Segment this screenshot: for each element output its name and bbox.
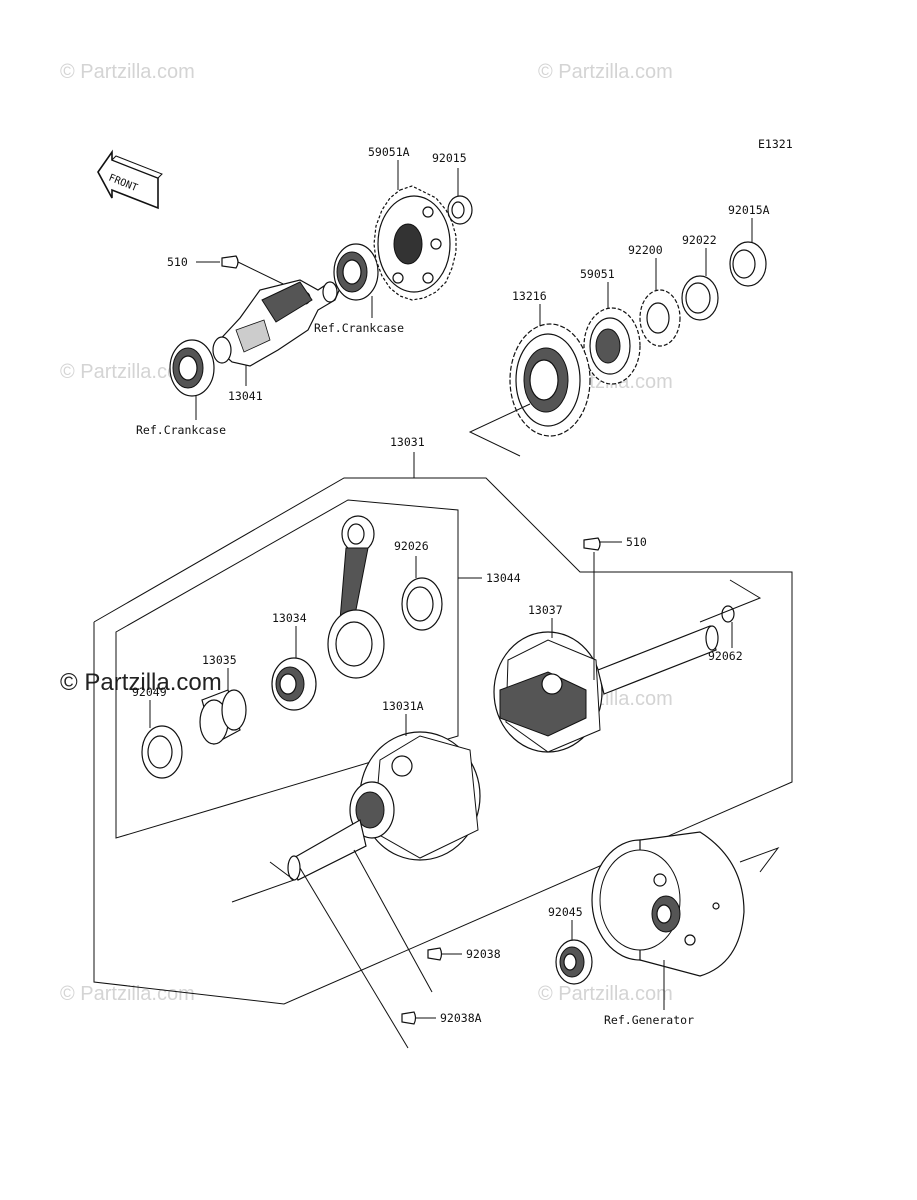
label-59051A: 59051A bbox=[368, 145, 410, 159]
bearing-lower bbox=[169, 339, 215, 397]
label-510-top: 510 bbox=[167, 255, 188, 269]
crank-pin-13035 bbox=[199, 689, 247, 745]
label-92045: 92045 bbox=[548, 905, 583, 919]
bearing-upper bbox=[333, 243, 379, 301]
washer-92022 bbox=[681, 275, 719, 321]
bearing-92045 bbox=[555, 939, 593, 985]
label-92038A: 92038A bbox=[440, 1011, 482, 1025]
gear-59051 bbox=[583, 307, 641, 385]
label-13044: 13044 bbox=[486, 571, 521, 585]
woodruff-key-icon bbox=[221, 255, 239, 269]
lock-washer-92200 bbox=[639, 289, 681, 347]
label-92049: 92049 bbox=[132, 685, 167, 699]
label-92038: 92038 bbox=[466, 947, 501, 961]
watermark-bottom-left: © Partzilla.com bbox=[60, 983, 195, 1005]
key-92038A-icon bbox=[401, 1011, 417, 1025]
label-13037: 13037 bbox=[528, 603, 563, 617]
ref-crankcase-upper: Ref.Crankcase bbox=[314, 321, 404, 335]
diagram-code: E1321 bbox=[758, 137, 793, 151]
watermark-bottom-right: © Partzilla.com bbox=[538, 983, 673, 1005]
label-13034: 13034 bbox=[272, 611, 307, 625]
label-92015: 92015 bbox=[432, 151, 467, 165]
label-92062: 92062 bbox=[708, 649, 743, 663]
label-510-mid: 510 bbox=[626, 535, 647, 549]
label-13035: 13035 bbox=[202, 653, 237, 667]
watermark-center-left: © Partzilla.com bbox=[60, 669, 222, 696]
ref-crankcase-lower: Ref.Crankcase bbox=[136, 423, 226, 437]
label-13031: 13031 bbox=[390, 435, 425, 449]
ref-generator: Ref.Generator bbox=[604, 1013, 694, 1027]
gear-13216 bbox=[509, 323, 591, 437]
crankshaft-half-13031A bbox=[287, 731, 481, 881]
screw-92062 bbox=[721, 605, 735, 623]
label-92022: 92022 bbox=[682, 233, 717, 247]
label-92200: 92200 bbox=[628, 243, 663, 257]
nut-92015 bbox=[447, 195, 473, 225]
washer-92049 bbox=[141, 725, 183, 779]
needle-bearing-13034 bbox=[271, 657, 317, 711]
washer-92026 bbox=[401, 577, 443, 631]
connecting-rod bbox=[327, 515, 385, 679]
key-92038-icon bbox=[427, 947, 443, 961]
watermark-mid-left: © Partzilla.com bbox=[60, 361, 195, 383]
balancer-shaft-13041 bbox=[212, 279, 341, 367]
label-92026: 92026 bbox=[394, 539, 429, 553]
nut-92015A bbox=[729, 241, 767, 287]
label-13031A: 13031A bbox=[382, 699, 424, 713]
label-59051: 59051 bbox=[580, 267, 615, 281]
watermark-top-left: © Partzilla.com bbox=[60, 61, 195, 83]
label-13216: 13216 bbox=[512, 289, 547, 303]
label-13041: 13041 bbox=[228, 389, 263, 403]
watermark-top-right: © Partzilla.com bbox=[538, 61, 673, 83]
generator-rotor bbox=[591, 831, 745, 977]
woodruff-key-icon-mid bbox=[583, 537, 601, 551]
gear-59051A bbox=[373, 185, 457, 301]
balancer-shaft-group: 510 13041 Ref.Crankcase Ref.Crankcas bbox=[136, 243, 404, 437]
crankshaft-half-13037 bbox=[493, 625, 719, 753]
front-arrow-icon: FRONT bbox=[97, 149, 163, 210]
label-92015A: 92015A bbox=[728, 203, 770, 217]
